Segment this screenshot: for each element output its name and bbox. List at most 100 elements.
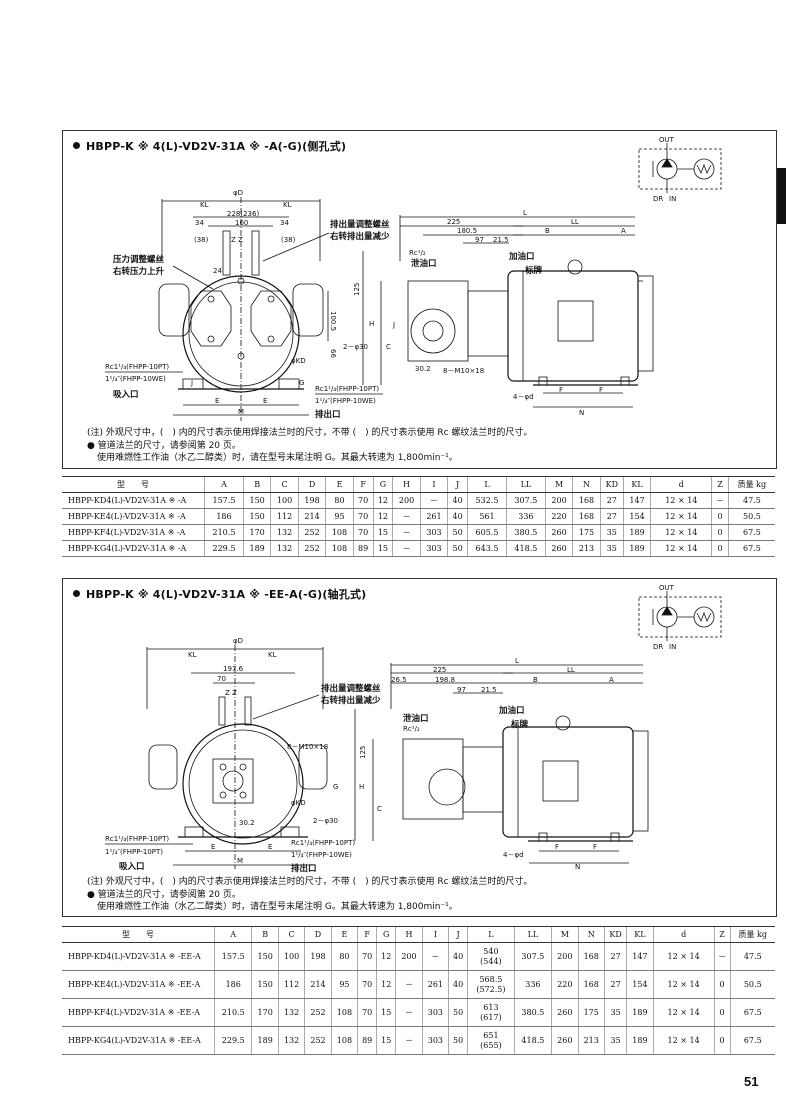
drawing-notes: (注) 外观尺寸中，( ) 内的尺寸表示使用焊接法兰时的尺寸，不带 ( ) 的尺… [87, 876, 532, 914]
svg-text:Z Z: Z Z [225, 689, 237, 697]
table-cell: 213 [577, 1026, 605, 1055]
table-cell: 189 [242, 540, 271, 557]
col-header: KL [622, 476, 651, 493]
table-cell: － [392, 508, 421, 525]
table-cell: 40 [448, 970, 468, 999]
col-header: LL [513, 926, 552, 943]
col-header: B [251, 926, 279, 943]
svg-text:125: 125 [359, 746, 367, 759]
svg-text:4－φd: 4－φd [513, 393, 534, 401]
svg-text:125: 125 [353, 283, 361, 296]
svg-text:KL: KL [268, 651, 277, 659]
table-cell: 95 [325, 508, 354, 525]
table-cell: 67.5 [729, 998, 775, 1027]
table-cell: 147 [622, 492, 651, 509]
svg-text:LL: LL [567, 666, 575, 674]
table-cell: 186 [204, 508, 244, 525]
table-cell: 108 [325, 524, 354, 541]
table-cell: 336 [505, 508, 546, 525]
table-cell: － [392, 540, 421, 557]
table-cell: 643.5 [467, 540, 507, 557]
table-cell: 0 [711, 524, 729, 541]
table-cell: 50 [447, 524, 468, 541]
svg-text:24: 24 [213, 267, 222, 275]
table-cell: 198 [304, 942, 332, 971]
svg-text:B: B [533, 676, 538, 684]
table-cell: 175 [572, 524, 601, 541]
table-cell: 175 [577, 998, 605, 1027]
col-header: L [467, 926, 515, 943]
table-cell: 336 [513, 970, 552, 999]
pump-front-view: φD KL KL 197.6 70 Z Z 8－M10×18 φKD 30.2 [146, 637, 338, 869]
table-cell: 112 [270, 508, 299, 525]
table-cell: 168 [577, 942, 605, 971]
table-cell: 540(544) [467, 942, 515, 971]
svg-text:34: 34 [195, 219, 204, 227]
col-header: M [544, 476, 573, 493]
table-cell: 35 [603, 1026, 627, 1055]
svg-text:泄油口: 泄油口 [411, 258, 437, 269]
model-cell: HBPP-KE4(L)-VD2V-31A ※ -EE-A [62, 970, 215, 999]
table-cell: 220 [544, 508, 573, 525]
front-callouts: 排出量调整螺丝 右转排出量减少 Rc1¹/₄(FHPP-10PT) 1¹/₄″(… [105, 683, 381, 874]
col-header: 质量 kg [727, 476, 775, 493]
svg-text:OUT: OUT [659, 136, 675, 144]
svg-text:225: 225 [447, 218, 460, 226]
table-cell: 132 [277, 998, 305, 1027]
table-cell: 50 [448, 1026, 468, 1055]
table-cell: 170 [242, 524, 271, 541]
table-cell: 27 [603, 942, 627, 971]
table-cell: 70 [357, 970, 377, 999]
table-cell: 0 [713, 998, 731, 1027]
table-cell: 532.5 [467, 492, 507, 509]
table-header-row: 型 号 A B C D E F G H I J L LL M N KD KL d… [62, 476, 775, 493]
svg-text:30.2: 30.2 [415, 365, 431, 373]
svg-text:F: F [559, 386, 563, 394]
svg-text:(38): (38) [281, 236, 296, 244]
svg-text:J: J [190, 379, 193, 387]
table-header-row: 型 号 A B C D E F G H I J L LL M N KD KL d… [62, 926, 775, 943]
col-header: H [392, 476, 421, 493]
svg-text:4－φd: 4－φd [503, 851, 524, 859]
table-cell: 89 [357, 1026, 377, 1055]
table-cell: 40 [448, 942, 468, 971]
col-header: J [448, 926, 468, 943]
table-cell: 261 [421, 970, 449, 999]
svg-text:φKD: φKD [291, 799, 306, 807]
col-header: F [357, 926, 377, 943]
col-header: 型 号 [62, 926, 215, 943]
pump-motor-side-view: L 225 LL 180.5 B A 97 21.5 [353, 209, 654, 417]
table-cell: 154 [626, 970, 654, 999]
table-cell: 303 [419, 540, 448, 557]
table-cell: 157.5 [204, 492, 244, 509]
table-cell: 252 [297, 524, 326, 541]
table-cell: 12 × 14 [652, 998, 715, 1027]
note-line: ● 管道法兰的尺寸，请参阅第 20 页。 [87, 889, 241, 900]
table-cell: 35 [599, 540, 624, 557]
svg-text:Rc¹/₂: Rc¹/₂ [403, 725, 420, 733]
table-cell: 70 [352, 508, 374, 525]
col-header: H [395, 926, 423, 943]
table-cell: 229.5 [213, 1026, 252, 1055]
table-cell: 260 [544, 524, 573, 541]
svg-text:J: J [392, 321, 395, 329]
col-header: I [421, 926, 449, 943]
note-line: 使用难燃性工作油（水乙二醇类）时，请在型号末尾注明 G。其最大转速为 1,800… [97, 902, 458, 912]
svg-text:Rc1¹/₄(FHPP-10PT): Rc1¹/₄(FHPP-10PT) [105, 363, 169, 371]
table-cell: 12 × 14 [650, 492, 712, 509]
col-header: C [270, 476, 299, 493]
table-cell: 150 [251, 970, 279, 999]
svg-text:φKD: φKD [291, 357, 306, 365]
table-cell: 260 [544, 540, 573, 557]
svg-text:标牌: 标牌 [524, 265, 543, 276]
svg-text:A: A [621, 227, 626, 235]
table-cell: 303 [419, 524, 448, 541]
svg-text:排出口: 排出口 [291, 863, 317, 874]
table-cell: 200 [544, 492, 573, 509]
col-header: N [572, 476, 601, 493]
svg-text:φD: φD [233, 637, 243, 645]
col-header: d [650, 476, 712, 493]
svg-text:A: A [609, 676, 614, 684]
